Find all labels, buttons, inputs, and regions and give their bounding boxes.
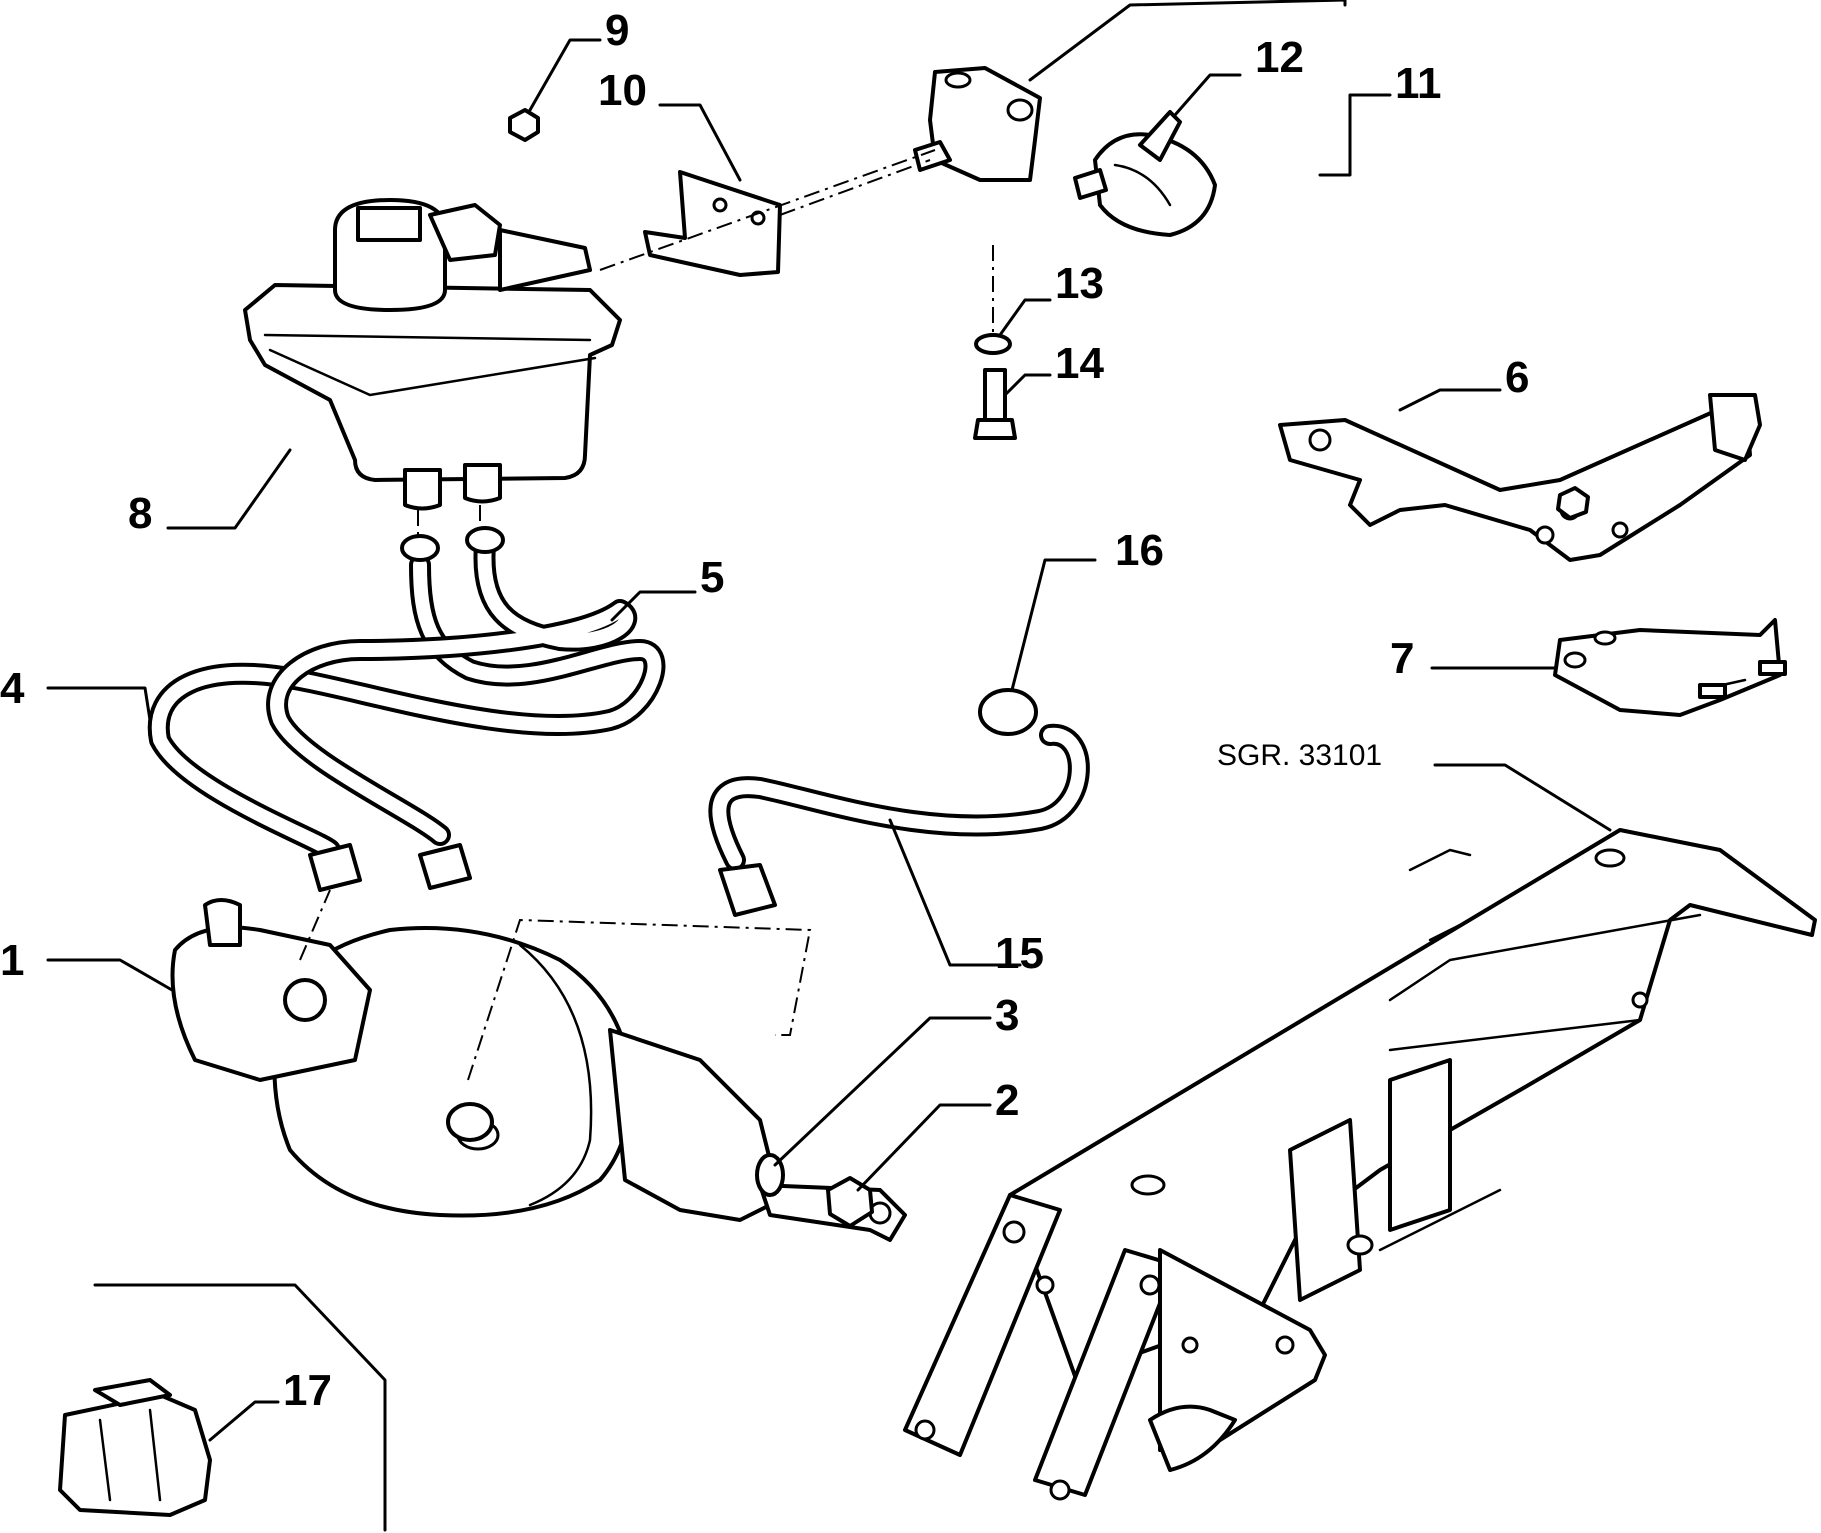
vacuum-hose-15 xyxy=(708,688,1090,917)
washer-13 xyxy=(974,333,1012,355)
label-7: 7 xyxy=(1390,634,1414,683)
bracket-10 xyxy=(643,170,782,277)
bracket-6 xyxy=(1278,393,1762,562)
level-switch-assembly xyxy=(913,66,1217,237)
label-16: 16 xyxy=(1115,526,1164,575)
label-17: 17 xyxy=(283,1366,332,1415)
label-14: 14 xyxy=(1055,339,1104,388)
label-10: 10 xyxy=(598,66,647,115)
label-2: 2 xyxy=(995,1076,1019,1125)
master-cylinder-and-brake-booster xyxy=(170,898,907,1242)
label-15: 15 xyxy=(995,929,1044,978)
hoses-4-5 xyxy=(147,526,666,892)
nut-9 xyxy=(508,108,540,142)
callout-leaders xyxy=(46,0,1612,1532)
reference-code: SGR. 33101 xyxy=(1217,739,1382,772)
label-4: 4 xyxy=(0,664,25,713)
hose-clamp-16 xyxy=(978,688,1038,736)
bolt-14 xyxy=(973,368,1017,440)
label-8: 8 xyxy=(128,489,152,538)
assembly-lines xyxy=(299,149,994,1081)
bracket-7 xyxy=(1553,618,1787,717)
label-13: 13 xyxy=(1055,259,1104,308)
label-9: 9 xyxy=(605,6,629,55)
label-11: 11 xyxy=(1395,59,1442,108)
label-6: 6 xyxy=(1505,353,1529,402)
label-3: 3 xyxy=(995,991,1019,1040)
label-5: 5 xyxy=(700,553,724,602)
label-1: 1 xyxy=(0,936,24,985)
brake-fluid-reservoir xyxy=(243,198,622,511)
label-12: 12 xyxy=(1255,33,1304,82)
nut-2 xyxy=(826,1176,874,1228)
hose-support-17 xyxy=(58,1378,212,1517)
callout-labels: 1 2 3 4 5 6 7 8 9 10 11 12 13 14 15 16 1… xyxy=(0,6,1529,1415)
chassis-crossmember xyxy=(903,828,1817,1501)
